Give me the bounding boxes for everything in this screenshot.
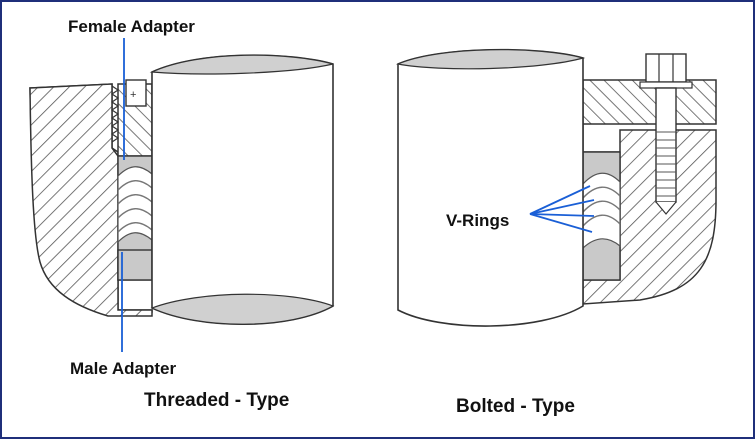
- bolt-shank: [655, 87, 677, 203]
- thread-profile: [110, 85, 120, 143]
- lock-screw-plus: +: [130, 89, 136, 101]
- bolted-type-caption: Bolted - Type: [456, 396, 575, 417]
- bolted-shaft-top: [395, 49, 586, 70]
- v-rings-leader-2: [529, 199, 595, 215]
- bolted-rings-fill: [582, 172, 621, 250]
- lock-screw: [125, 79, 147, 107]
- leader-lines: [121, 38, 595, 352]
- male-adapter-label: Male Adapter: [70, 359, 177, 378]
- bolted-shaft: [397, 48, 584, 327]
- threaded-shaft-bottom: [150, 293, 335, 325]
- threaded-assembly: +: [29, 54, 335, 326]
- threaded-type-caption: Threaded - Type: [144, 390, 289, 411]
- v-rings-label: V-Rings: [446, 211, 509, 230]
- threaded-rings-fill: [117, 166, 153, 244]
- bolted-assembly: [395, 48, 717, 327]
- v-rings-leader-4: [529, 213, 593, 233]
- bolt-head: [645, 53, 687, 83]
- bolt-washer: [639, 81, 693, 89]
- bolted-ring-lines: [582, 186, 621, 227]
- v-rings-leader-3: [529, 213, 595, 217]
- threaded-shaft-top: [149, 54, 334, 75]
- threaded-ring-lines: [117, 180, 153, 233]
- threaded-housing-body: [29, 83, 153, 317]
- female-adapter-label: Female Adapter: [68, 17, 195, 36]
- v-rings-leader-1: [529, 185, 591, 215]
- bolt-tip: [655, 201, 677, 215]
- bolt-thread: [656, 131, 676, 197]
- male-adapter-ring: [117, 249, 153, 281]
- threaded-shaft: [151, 54, 334, 326]
